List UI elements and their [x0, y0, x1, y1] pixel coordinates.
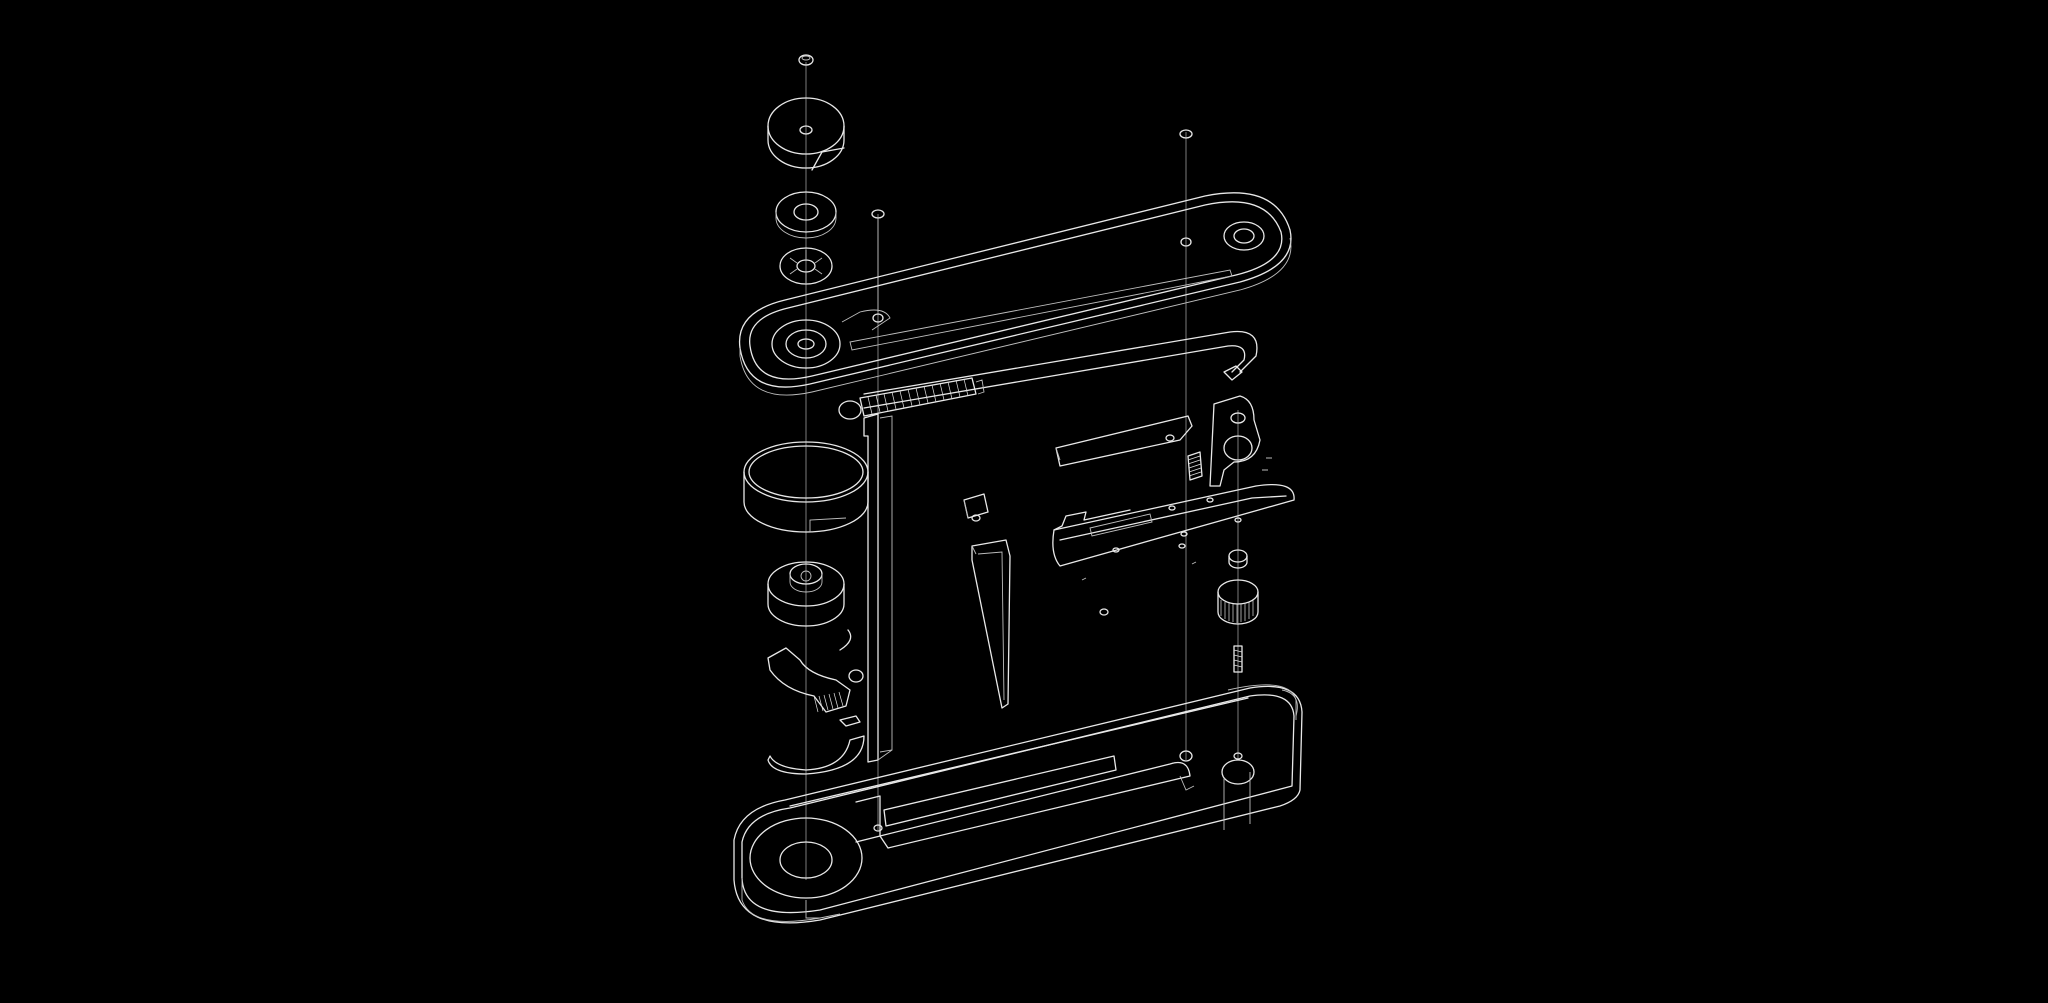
- hub: [767, 561, 845, 627]
- knob-shaft: [1233, 645, 1243, 673]
- bell-crank: [1209, 395, 1272, 487]
- main-frame-plate: [863, 413, 893, 763]
- star-washer: [779, 247, 833, 285]
- top-screw: [798, 54, 814, 66]
- screw-left: [871, 209, 885, 323]
- tapered-blade: [971, 539, 1011, 709]
- ratchet-segment: [767, 629, 864, 713]
- washer: [775, 191, 837, 239]
- screw-right: [1179, 129, 1193, 247]
- bottom-housing: [733, 684, 1303, 924]
- knob-collar: [1228, 549, 1248, 569]
- slide-bar-pins: [1099, 543, 1186, 616]
- flat-lever: [1055, 415, 1193, 467]
- cam-disc: [767, 97, 845, 171]
- bearing-ring: [743, 441, 869, 533]
- pawl-block: [963, 493, 989, 522]
- c-segment: [767, 715, 865, 775]
- top-cover-plate: [738, 192, 1292, 396]
- assembly-axis-lines: [805, 62, 1239, 880]
- knurled-knob: [1217, 579, 1259, 625]
- coil-spring-small: [1187, 451, 1203, 481]
- long-lever: [863, 330, 1258, 409]
- coil-spring-long: [838, 377, 985, 420]
- slide-bar: [1052, 483, 1295, 581]
